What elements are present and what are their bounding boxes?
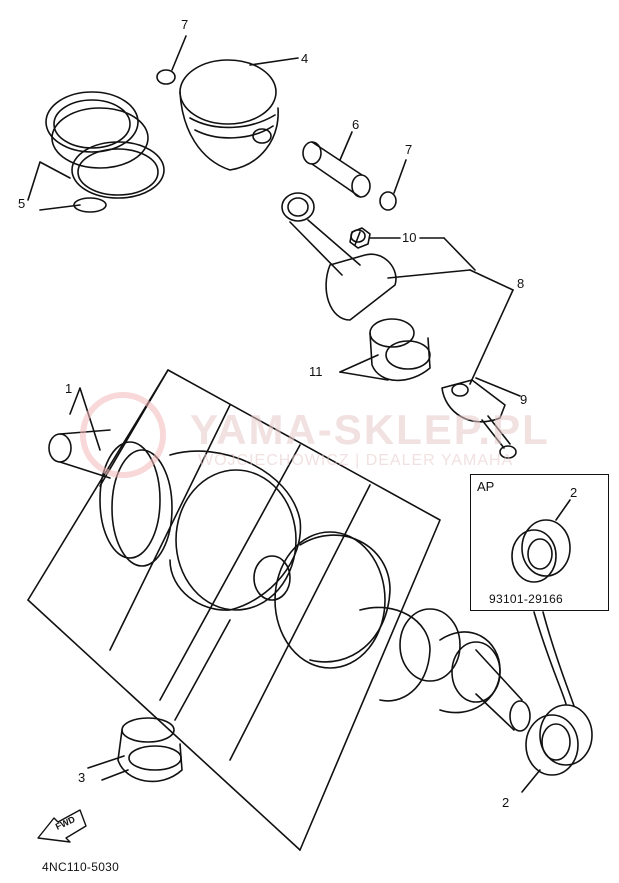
piston-pin — [302, 131, 371, 198]
oil-seal — [521, 704, 593, 793]
callout-3: 3 — [78, 770, 86, 785]
watermark-logo — [80, 392, 166, 478]
callout-5: 5 — [18, 196, 26, 211]
callout-11: 11 — [309, 364, 323, 379]
big-end-bearings — [339, 318, 431, 382]
callout-8: 8 — [517, 276, 525, 291]
callout-6: 6 — [352, 117, 360, 132]
ap-label: AP — [477, 479, 495, 494]
fwd-arrow — [37, 809, 87, 843]
callout-1: 1 — [65, 381, 73, 396]
diagram-code: 4NC110-5030 — [42, 860, 120, 874]
piston-ring-set — [27, 91, 165, 213]
circlip-top — [156, 35, 187, 85]
ap-detail-box: AP 93101-29166 — [470, 474, 609, 611]
rod-bolt — [481, 415, 517, 459]
main-bearings — [87, 717, 183, 783]
callout-7-top: 7 — [181, 17, 189, 32]
callout-10: 10 — [402, 230, 417, 245]
callout-2: 2 — [502, 795, 510, 810]
rod-cap — [441, 377, 521, 423]
circlip-right — [379, 159, 407, 211]
callout-4: 4 — [301, 51, 309, 66]
connecting-rod — [281, 192, 514, 385]
ap-oil-seal — [511, 499, 571, 583]
piston — [179, 57, 299, 171]
ap-leader — [533, 611, 575, 707]
rod-nut — [349, 227, 476, 271]
callout-2-ap: 2 — [570, 485, 578, 500]
ap-part-number: 93101-29166 — [489, 592, 564, 606]
callout-7-right: 7 — [405, 142, 413, 157]
callout-9: 9 — [520, 392, 528, 407]
